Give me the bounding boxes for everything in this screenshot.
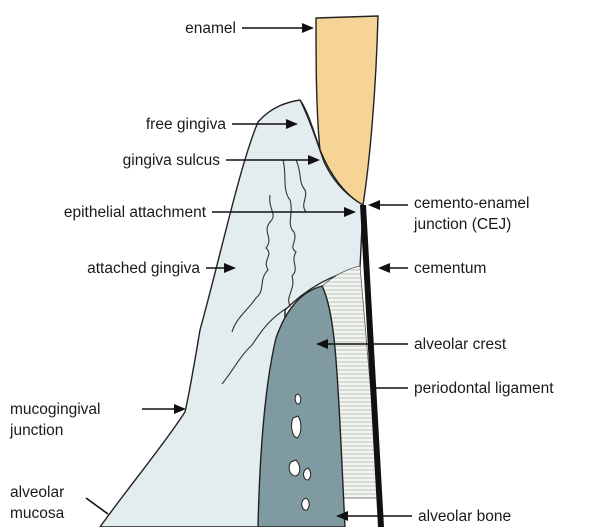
marrow-space-3: [304, 468, 311, 480]
label-free-gingiva: free gingiva: [146, 116, 227, 133]
marrow-space-1: [292, 416, 301, 438]
alveolar-bone-pointer: [336, 511, 412, 521]
alveolar-mucosa-pointer: [86, 498, 108, 514]
marrow-space-4: [295, 394, 301, 404]
enamel-pointer: [242, 23, 314, 33]
label-alveolar: alveolar: [10, 484, 64, 501]
label-cementum: cementum: [414, 260, 486, 277]
marrow-space-5: [302, 498, 309, 510]
label-enamel: enamel: [185, 20, 236, 37]
marrow-space-2: [289, 460, 300, 476]
label-epithelial-attachment: epithelial attachment: [64, 204, 207, 221]
label-alveolar-crest: alveolar crest: [414, 336, 507, 353]
label-gingiva-sulcus: gingiva sulcus: [123, 152, 221, 169]
cementum-pointer: [378, 263, 408, 273]
label-periodontal-ligament: periodontal ligament: [414, 380, 554, 397]
label-mucosa: mucosa: [10, 505, 65, 522]
label-attached-gingiva: attached gingiva: [87, 260, 200, 277]
cej-pointer: [368, 200, 408, 210]
label-junction-cej: junction (CEJ): [413, 216, 511, 233]
label-alveolar-bone: alveolar bone: [418, 508, 511, 525]
label-cemento-enamel: cemento-enamel: [414, 195, 529, 212]
mucogingival-junction-pointer: [142, 404, 186, 414]
label-mucogingival: mucogingival: [10, 401, 100, 418]
label-junction: junction: [9, 422, 63, 439]
